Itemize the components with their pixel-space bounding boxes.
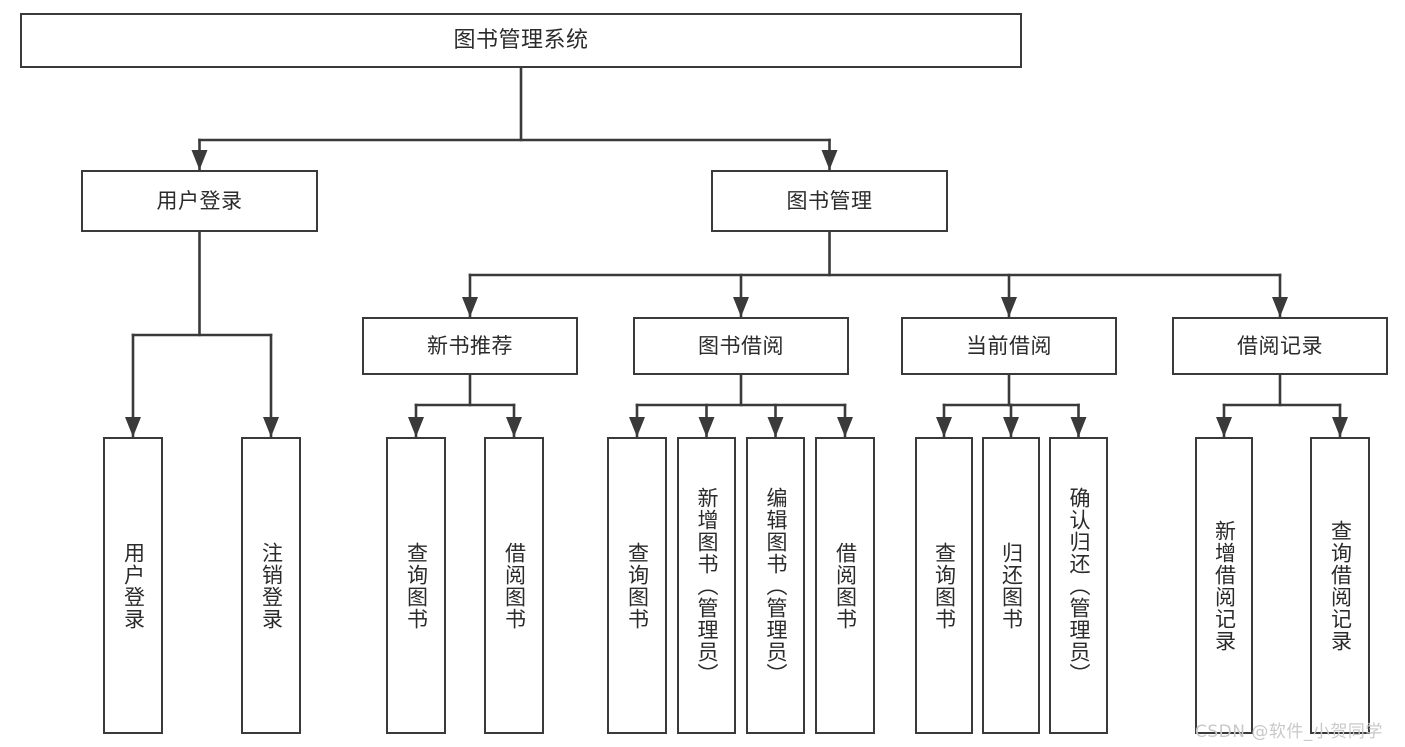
node-label-leaf-user-login: 用户登录 — [121, 541, 146, 630]
node-label-leaf-query-book-3: 查询图书 — [932, 541, 957, 630]
node-label-book-borrow: 图书借阅 — [698, 333, 784, 358]
arrow-head-icon-borrow-record — [1272, 297, 1288, 317]
arrow-head-icon-book-manage — [821, 150, 838, 170]
node-borrow-record[interactable]: 借阅记录 — [1172, 317, 1388, 375]
node-leaf-return-book[interactable]: 归还图书 — [982, 437, 1040, 734]
arrow-head-icon-current-borrow — [1001, 297, 1017, 317]
arrow-head-icon-leaf-borrow-book-1 — [506, 417, 522, 437]
arrow-head-icon-leaf-edit-book — [767, 417, 784, 437]
arrow-head-icon-leaf-query-book-2 — [629, 417, 645, 437]
node-label-leaf-confirm-return: 确认归还（管理员） — [1066, 486, 1091, 685]
arrow-head-icon-leaf-query-record — [1332, 417, 1348, 437]
node-book-borrow[interactable]: 图书借阅 — [633, 317, 849, 375]
node-new-book-recommend[interactable]: 新书推荐 — [362, 317, 578, 375]
node-label-leaf-add-record: 新增借阅记录 — [1212, 519, 1237, 652]
node-current-borrow[interactable]: 当前借阅 — [901, 317, 1117, 375]
arrow-head-icon-user-login — [191, 150, 208, 170]
node-leaf-add-record[interactable]: 新增借阅记录 — [1195, 437, 1253, 734]
node-leaf-query-book-3[interactable]: 查询图书 — [915, 437, 973, 734]
arrow-head-icon-new-book-recommend — [462, 297, 478, 317]
node-user-login[interactable]: 用户登录 — [81, 170, 318, 232]
node-leaf-confirm-return[interactable]: 确认归还（管理员） — [1049, 437, 1108, 734]
arrow-head-icon-leaf-logout — [263, 417, 279, 437]
node-label-leaf-query-book-2: 查询图书 — [625, 541, 650, 630]
arrow-head-icon-leaf-add-record — [1216, 417, 1232, 437]
arrow-head-icon-book-borrow — [733, 297, 749, 317]
node-label-leaf-edit-book: 编辑图书（管理员） — [763, 486, 788, 685]
node-leaf-user-login[interactable]: 用户登录 — [103, 437, 163, 734]
node-leaf-add-book[interactable]: 新增图书（管理员） — [677, 437, 736, 734]
node-label-leaf-add-book: 新增图书（管理员） — [694, 486, 719, 685]
node-label-current-borrow: 当前借阅 — [966, 333, 1052, 358]
node-leaf-query-record[interactable]: 查询借阅记录 — [1310, 437, 1370, 734]
arrow-head-icon-leaf-return-book — [1003, 417, 1019, 437]
node-root[interactable]: 图书管理系统 — [20, 13, 1022, 68]
node-label-leaf-logout: 注销登录 — [259, 541, 284, 630]
node-label-leaf-query-record: 查询借阅记录 — [1328, 519, 1353, 652]
node-leaf-query-book-1[interactable]: 查询图书 — [386, 437, 446, 734]
node-label-new-book-recommend: 新书推荐 — [427, 333, 513, 358]
node-label-book-manage: 图书管理 — [786, 188, 873, 213]
node-label-borrow-record: 借阅记录 — [1237, 333, 1323, 358]
arrow-head-icon-leaf-query-book-1 — [408, 417, 424, 437]
arrow-head-icon-leaf-add-book — [698, 417, 715, 437]
node-label-leaf-borrow-book-2: 借阅图书 — [833, 541, 858, 630]
node-label-root: 图书管理系统 — [453, 27, 589, 53]
node-leaf-borrow-book-1[interactable]: 借阅图书 — [484, 437, 544, 734]
node-label-user-login: 用户登录 — [156, 188, 243, 213]
arrow-head-icon-leaf-query-book-3 — [936, 417, 952, 437]
node-leaf-edit-book[interactable]: 编辑图书（管理员） — [746, 437, 805, 734]
node-label-leaf-query-book-1: 查询图书 — [404, 541, 429, 630]
node-leaf-query-book-2[interactable]: 查询图书 — [607, 437, 667, 734]
node-leaf-borrow-book-2[interactable]: 借阅图书 — [815, 437, 875, 734]
arrow-head-icon-leaf-user-login — [125, 417, 141, 437]
node-leaf-logout[interactable]: 注销登录 — [241, 437, 301, 734]
node-label-leaf-return-book: 归还图书 — [999, 541, 1024, 630]
arrow-head-icon-leaf-borrow-book-2 — [837, 417, 853, 437]
node-label-leaf-borrow-book-1: 借阅图书 — [502, 541, 527, 630]
node-book-manage[interactable]: 图书管理 — [711, 170, 948, 232]
arrow-head-icon-leaf-confirm-return — [1070, 417, 1087, 437]
